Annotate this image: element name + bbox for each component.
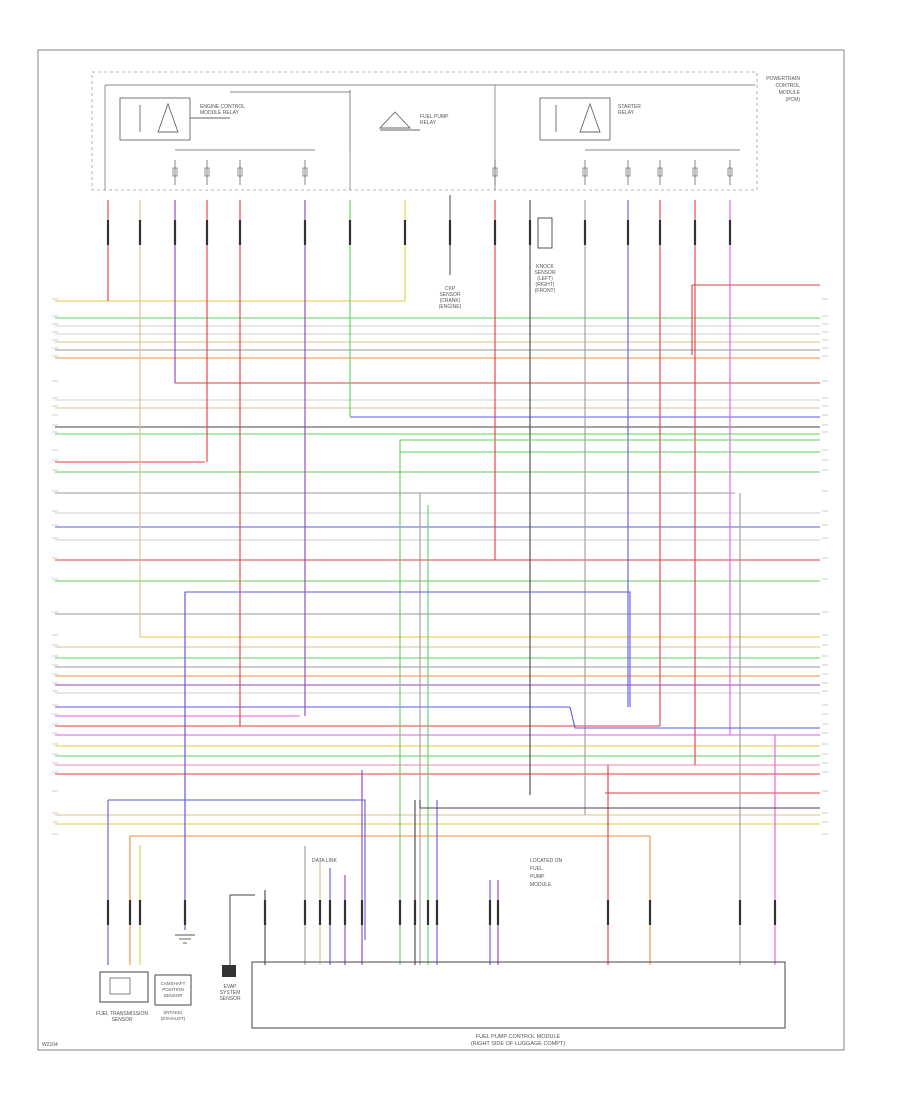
relay-b-label: RELAY bbox=[420, 120, 437, 126]
svg-text:POSITION: POSITION bbox=[162, 987, 184, 992]
ckp-sensor: CKP SENSOR (CRANK) (ENGINE) bbox=[439, 195, 462, 310]
relay-starter bbox=[539, 97, 611, 141]
wire-route bbox=[569, 706, 820, 729]
svg-text:FUEL TRANSMISSION: FUEL TRANSMISSION bbox=[96, 1011, 148, 1017]
svg-text:(FRONT): (FRONT) bbox=[535, 288, 556, 294]
wire-route bbox=[108, 799, 366, 940]
ground-symbol bbox=[175, 934, 195, 944]
knock-sensor: KNOCK SENSOR (LEFT) (RIGHT) (FRONT) bbox=[534, 217, 556, 294]
fuse-symbol bbox=[582, 167, 588, 177]
fuse-symbol bbox=[237, 167, 243, 177]
wire-route bbox=[184, 591, 631, 930]
svg-text:SENSOR: SENSOR bbox=[439, 292, 461, 298]
module-note: LOCATED ON FUEL PUMP MODULE bbox=[530, 858, 563, 888]
pcm-enclosure-outline bbox=[91, 71, 758, 191]
svg-text:PUMP: PUMP bbox=[530, 874, 545, 880]
wire-harness bbox=[55, 200, 820, 965]
corner-note-line: MODULE bbox=[779, 90, 801, 96]
diagram-border bbox=[37, 49, 845, 1051]
svg-text:FUEL PUMP CONTROL MODULE: FUEL PUMP CONTROL MODULE bbox=[476, 1034, 561, 1040]
svg-text:(RIGHT SIDE OF LUGGAGE COMPT): (RIGHT SIDE OF LUGGAGE COMPT) bbox=[471, 1041, 565, 1047]
page-code: W2104 bbox=[42, 1042, 58, 1048]
svg-text:KNOCK: KNOCK bbox=[536, 264, 554, 270]
svg-text:CAMSHAFT: CAMSHAFT bbox=[161, 981, 186, 986]
fuse-symbol bbox=[302, 167, 308, 177]
fuse-symbol bbox=[172, 167, 178, 177]
svg-text:(ENGINE): (ENGINE) bbox=[439, 304, 462, 310]
svg-text:DATA LINK: DATA LINK bbox=[312, 858, 337, 864]
fuse-row bbox=[106, 160, 777, 925]
wire-route bbox=[399, 439, 820, 452]
relay-c-label: STARTER bbox=[618, 104, 641, 110]
svg-text:(LEFT): (LEFT) bbox=[537, 276, 553, 282]
svg-text:SENSOR: SENSOR bbox=[219, 996, 241, 1002]
fuse-symbol bbox=[625, 167, 631, 177]
svg-text:MODULE: MODULE bbox=[530, 882, 552, 888]
fuse-symbol bbox=[692, 167, 698, 177]
corner-note: POWERTRAIN CONTROL MODULE (PCM) bbox=[766, 76, 800, 103]
evap-sensor: EVAP SYSTEM SENSOR bbox=[219, 894, 255, 1002]
svg-text:SENSOR: SENSOR bbox=[163, 993, 183, 998]
svg-text:(INTAKE): (INTAKE) bbox=[164, 1010, 183, 1015]
fuse-symbol bbox=[492, 167, 498, 177]
corner-note-line: POWERTRAIN bbox=[766, 76, 800, 82]
internal-bus bbox=[104, 84, 755, 190]
relay-fuel-pump bbox=[349, 90, 420, 150]
corner-note-line: (PCM) bbox=[786, 97, 801, 103]
svg-text:(RIGHT): (RIGHT) bbox=[536, 282, 555, 288]
svg-text:SENSOR: SENSOR bbox=[534, 270, 556, 276]
relay-c-label: RELAY bbox=[618, 110, 635, 116]
fuse-symbol bbox=[657, 167, 663, 177]
fuel-level-sender: FUEL TRANSMISSION SENSOR bbox=[96, 971, 149, 1023]
wire-route bbox=[419, 800, 820, 809]
fuel-pump-control-module: FUEL PUMP CONTROL MODULE (RIGHT SIDE OF … bbox=[251, 961, 786, 1047]
svg-text:EVAP: EVAP bbox=[224, 984, 238, 990]
relay-a-label: ENGINE CONTROL bbox=[200, 104, 245, 110]
svg-text:LOCATED ON: LOCATED ON bbox=[530, 858, 563, 864]
fuse-symbol bbox=[727, 167, 733, 177]
relay-a-label: MODULE RELAY bbox=[200, 110, 239, 116]
camshaft-sensor: CAMSHAFT POSITION SENSOR (INTAKE) (EXHAU… bbox=[154, 974, 192, 1021]
svg-text:CKP: CKP bbox=[445, 286, 456, 292]
svg-text:(CRANK): (CRANK) bbox=[440, 298, 461, 304]
svg-text:FUEL: FUEL bbox=[530, 866, 543, 872]
fuse-symbol bbox=[204, 167, 210, 177]
relay-engine-control bbox=[119, 97, 230, 141]
row-labels bbox=[52, 298, 828, 835]
svg-text:SENSOR: SENSOR bbox=[111, 1017, 133, 1023]
relay-b-label: FUEL PUMP bbox=[420, 114, 449, 120]
corner-note-line: CONTROL bbox=[776, 83, 801, 89]
data-link-label: DATA LINK bbox=[312, 858, 337, 864]
svg-text:SYSTEM: SYSTEM bbox=[220, 990, 241, 996]
svg-text:(EXHAUST): (EXHAUST) bbox=[161, 1016, 186, 1021]
